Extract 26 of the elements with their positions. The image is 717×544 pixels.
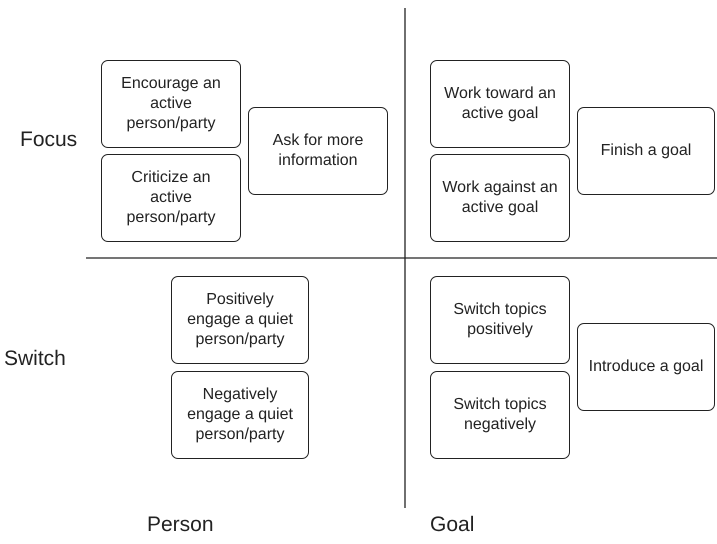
box-text: Switch topics positively: [452, 300, 548, 340]
action-box: [248, 107, 388, 195]
box-text: Introduce a goal: [588, 357, 704, 377]
row-label: Switch: [4, 347, 66, 371]
box-text: Positively engage a quiet person/party: [186, 290, 294, 350]
action-box: [577, 107, 715, 195]
action-box: [101, 154, 241, 242]
action-box: [171, 371, 309, 459]
action-box: [171, 276, 309, 364]
box-text: Work against an active goal: [441, 178, 559, 218]
box-text: Criticize an active person/party: [126, 168, 216, 228]
box-text: Work toward an active goal: [443, 84, 557, 124]
column-label: Goal: [430, 513, 474, 537]
action-box: [430, 276, 570, 364]
box-text: Encourage an active person/party: [120, 74, 222, 134]
action-box: [430, 154, 570, 242]
box-text: Switch topics negatively: [452, 395, 548, 435]
action-box: [577, 323, 715, 411]
action-box: [101, 60, 241, 148]
column-label: Person: [147, 513, 214, 537]
row-label: Focus: [20, 128, 78, 152]
box-text: Negatively engage a quiet person/party: [186, 385, 294, 445]
action-box: [430, 60, 570, 148]
action-box: [430, 371, 570, 459]
box-text: Finish a goal: [600, 141, 692, 161]
box-text: Ask for more information: [272, 131, 364, 171]
